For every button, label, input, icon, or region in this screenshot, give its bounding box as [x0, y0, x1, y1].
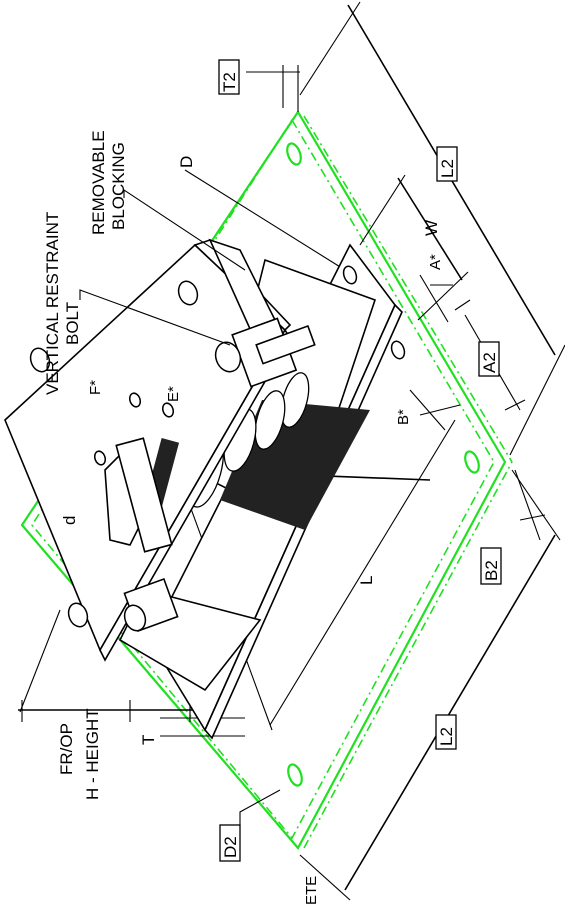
box-t2 — [218, 59, 240, 95]
label-A-star: A* — [427, 254, 444, 270]
label-W: W — [422, 220, 441, 236]
box-a2 — [478, 341, 500, 377]
boxed-l2-bottom: L2 — [437, 727, 456, 746]
label-ete: ETE — [303, 876, 320, 905]
top-plate-hole-2 — [29, 347, 51, 373]
bottom-plate-hole-2 — [390, 340, 406, 360]
callouts: VERTICAL RESTRAINT BOLT REMOVABLE BLOCKI… — [43, 130, 444, 905]
label-T: T — [139, 735, 158, 745]
bottom-plate-hole-1 — [342, 265, 358, 285]
label-D: D — [177, 156, 196, 168]
boxed-l2-top: L2 — [438, 159, 457, 178]
restraint-bolt-lower — [123, 577, 179, 633]
label-vertical-restraint: VERTICAL RESTRAINT — [43, 212, 62, 395]
restraint-bolt-right — [214, 317, 316, 388]
plate-hole-bottom — [287, 763, 303, 787]
label-d: d — [60, 516, 79, 525]
boxed-labels: T2 L2 A2 B2 L2 D2 — [218, 59, 502, 862]
label-h-height: H - HEIGHT — [83, 708, 102, 800]
label-E-star: E* — [165, 386, 182, 402]
box-b2 — [480, 547, 502, 585]
box-l2-top — [436, 146, 458, 182]
label-removable: REMOVABLE — [89, 130, 108, 235]
boxed-b2: B2 — [482, 560, 501, 581]
boxed-a2: A2 — [480, 352, 499, 373]
label-fr-op: FR/OP — [57, 723, 76, 775]
box-d2 — [219, 824, 241, 862]
label-F-star: F* — [87, 380, 104, 395]
spring-mount — [4, 238, 406, 740]
dimension-lines — [18, 1, 565, 901]
plate-hole-right — [464, 450, 480, 474]
box-l2-bottom — [435, 714, 457, 750]
boxed-t2: T2 — [220, 72, 239, 92]
main-bolt — [104, 437, 180, 553]
top-plate-hole-3 — [67, 602, 89, 628]
plate-hole-top — [286, 142, 302, 166]
label-B-star: B* — [395, 409, 412, 425]
label-L: L — [357, 576, 376, 585]
label-blocking: BLOCKING — [109, 142, 128, 230]
label-bolt: BOLT — [63, 302, 82, 345]
boxed-d2: D2 — [221, 836, 240, 858]
top-plate-hole-1 — [177, 280, 199, 306]
